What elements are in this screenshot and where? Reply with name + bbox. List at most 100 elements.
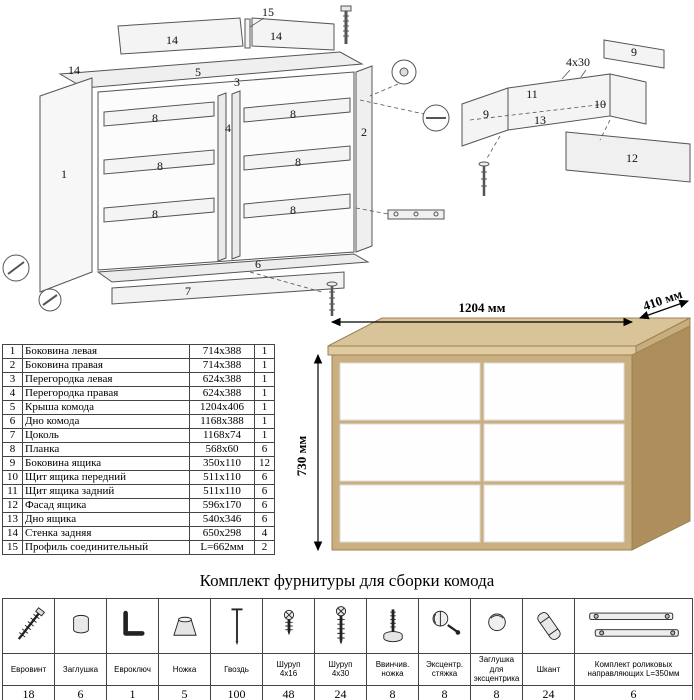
hardware-item-qty: 6 [54, 684, 107, 700]
part-number: 7 [2, 428, 23, 443]
slide-rail-glyph [387, 209, 445, 220]
partition-right [231, 90, 241, 260]
threaded-foot-icon [366, 598, 419, 654]
part-qty: 6 [254, 442, 275, 457]
drawer-side-right [609, 73, 647, 125]
hardware-item-qty: 48 [262, 684, 315, 700]
part-label-14: 14 [166, 33, 178, 47]
rail-hole [413, 211, 419, 217]
product-render: 1204 мм 410 мм 730 мм [294, 292, 691, 552]
part-qty: 1 [254, 344, 275, 359]
part-label-9: 9 [483, 107, 489, 121]
part-label-8: 8 [290, 107, 296, 121]
part-label-6: 6 [255, 257, 261, 271]
part-number: 3 [2, 372, 23, 387]
hardware-item-qty: 24 [314, 684, 367, 700]
drawer-slat [103, 101, 215, 127]
hardware-item-name: Шуруп 4x30 [314, 653, 367, 686]
dresser-render [327, 317, 691, 551]
screw-pointer-lines [561, 69, 587, 80]
label-leader-line [249, 17, 265, 28]
part-qty: 6 [254, 498, 275, 513]
part-label-7: 7 [185, 284, 191, 298]
part-label-3: 3 [234, 75, 240, 89]
hardware-item-name: Заглушка [54, 653, 107, 686]
part-qty: 1 [254, 372, 275, 387]
side-panel-left [39, 77, 93, 293]
screw-glyph [42, 294, 58, 306]
drawer-front [483, 484, 625, 543]
dashed-leader-lines [249, 83, 611, 293]
height-dimension: 730 мм [294, 436, 309, 477]
drawer-side-left [461, 87, 509, 147]
part-label-8: 8 [290, 203, 296, 217]
part-number: 15 [2, 540, 23, 555]
hardware-item-name: Ножка [158, 653, 211, 686]
hardware-item-qty: 8 [470, 684, 523, 700]
part-label-8: 8 [295, 155, 301, 169]
part-number: 10 [2, 470, 23, 485]
part-size: 1168x74 [189, 428, 255, 443]
side-panel-right [355, 65, 373, 253]
hardware-item-qty: 6 [574, 684, 693, 700]
screw-head [326, 281, 338, 287]
part-qty: 6 [254, 484, 275, 499]
rail-hole [433, 211, 439, 217]
hardware-item-qty: 5 [158, 684, 211, 700]
part-number: 4 [2, 386, 23, 401]
part-label-14: 14 [270, 29, 282, 43]
drawer-front [339, 423, 481, 482]
part-qty: 1 [254, 428, 275, 443]
part-label-8: 8 [152, 207, 158, 221]
drawer-side-detached [603, 39, 665, 69]
part-size: 540x346 [189, 512, 255, 527]
hardware-item-qty: 24 [522, 684, 575, 700]
part-number: 1 [2, 344, 23, 359]
hardware-item-qty: 8 [418, 684, 471, 700]
dowel-icon [522, 598, 575, 654]
roller-slides-icon [574, 598, 693, 654]
hardware-item-qty: 100 [210, 684, 263, 700]
part-label-4x30: 4x30 [566, 55, 590, 69]
part-qty: 1 [254, 414, 275, 429]
back-panel-left [117, 17, 244, 55]
drawer-bottom-hint [469, 103, 607, 121]
drawer-slat [243, 145, 351, 171]
drawer-front [483, 362, 625, 421]
hardware-item-qty: 1 [106, 684, 159, 700]
hardware-item-name: Евровинт [2, 653, 55, 686]
drawer-front [483, 423, 625, 482]
hardware-callouts [2, 5, 611, 316]
screw-threads [481, 171, 487, 187]
screw-head [478, 161, 490, 167]
hardware-item-qty: 18 [2, 684, 55, 700]
part-size: 596x170 [189, 498, 255, 513]
hardware-item-name: Шуруп 4x16 [262, 653, 315, 686]
partition-left [217, 92, 227, 262]
part-name: Крыша комода [22, 400, 190, 415]
drawer-slat [243, 193, 351, 219]
drawer-front [339, 484, 481, 543]
part-size: 650x298 [189, 526, 255, 541]
part-qty: 2 [254, 540, 275, 555]
part-size: 511x110 [189, 470, 255, 485]
hardware-item-name: Заглушка для эксцентрика [470, 653, 523, 686]
part-number: 13 [2, 512, 23, 527]
rail-hole [393, 211, 399, 217]
hardware-item-name: Гвоздь [210, 653, 263, 686]
part-name: Цоколь [22, 428, 190, 443]
part-label-10: 10 [594, 97, 606, 111]
part-label-11: 11 [526, 87, 538, 101]
part-qty: 6 [254, 512, 275, 527]
